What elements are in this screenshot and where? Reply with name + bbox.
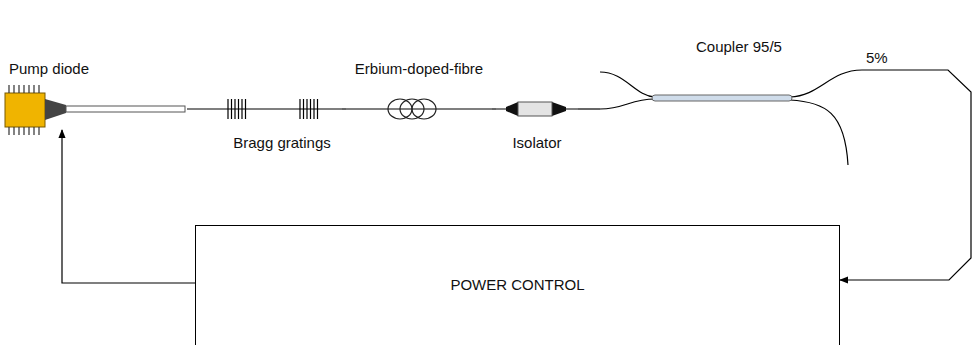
pump-diode-body [5,93,45,127]
feedback-arrow [840,70,971,280]
pump-diode: Pump diode [5,58,187,130]
coupler-waist [652,95,792,101]
isolator: Isolator [496,96,578,152]
fibre [346,108,492,109]
component-label: Coupler 95/5 [696,38,782,56]
fibre-link [342,108,346,109]
coupler: Coupler 95/5 [600,36,862,164]
grating-lines [228,99,318,119]
fibre-coil [388,99,436,119]
bragg-gratings: Bragg gratings [222,96,342,152]
isolator-body [518,102,552,116]
diode-boot [45,99,66,120]
isolator-ends [506,102,566,116]
pigtail [66,106,185,112]
component-label: Erbium-doped-fibre [355,60,483,78]
coupler-arms [600,70,862,165]
fibre-link [578,108,600,109]
fibre-link [492,108,496,109]
fibre [222,108,342,109]
component-label: Pump diode [9,60,89,78]
component-label: Bragg gratings [233,134,331,152]
component-label: Isolator [512,134,561,152]
diode-pins [9,85,39,135]
fibre-link [187,108,222,109]
erbium-fibre: Erbium-doped-fibre [346,58,492,124]
power-control-box: POWER CONTROL [195,225,840,345]
edge-label: 5% [864,49,890,67]
feedback-arrow [62,130,195,283]
component-label: POWER CONTROL [450,276,584,294]
